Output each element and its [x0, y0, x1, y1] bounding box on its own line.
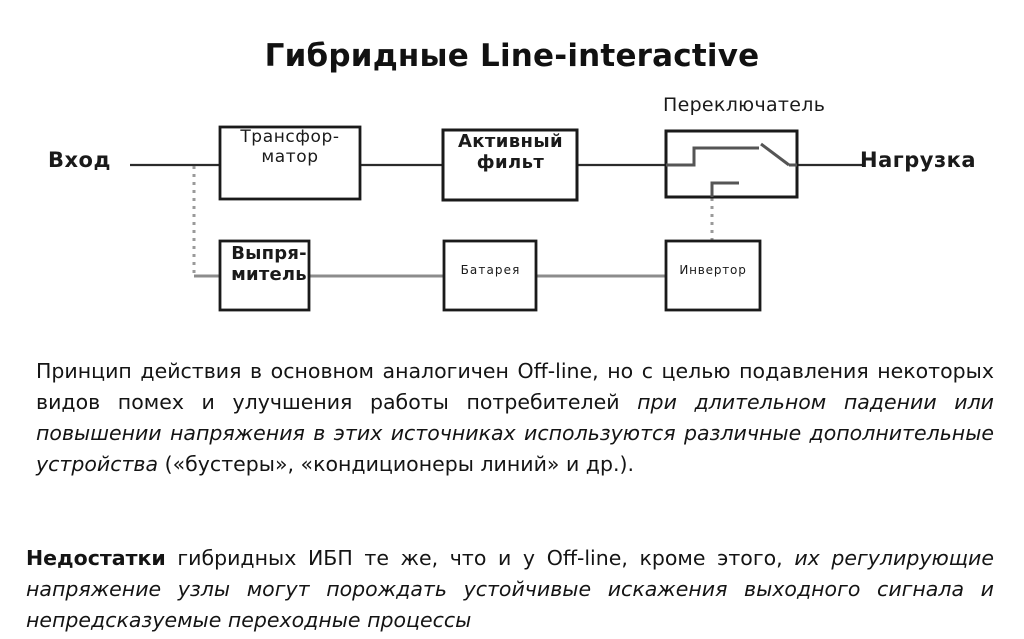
- switch-upper-contact-icon: [666, 146, 759, 167]
- block-rectifier: [218, 239, 311, 312]
- paragraph-drawbacks: Недостатки гибридных ИБП те же, что и у …: [26, 543, 994, 636]
- block-battery: [442, 239, 538, 312]
- block-transformer-label: Трансфор- матор: [219, 127, 361, 167]
- label-load: Нагрузка: [860, 148, 977, 172]
- block-active-filter-line1: Активный: [457, 131, 564, 152]
- label-switch-caption: Переключатель: [663, 94, 826, 116]
- para2-run1: Недостатки: [26, 545, 166, 570]
- label-input: Вход: [48, 148, 111, 172]
- switch-blade-icon: [760, 142, 790, 167]
- para1-run1: Принцип действия в основном аналогичен O…: [36, 358, 994, 414]
- block-active-filter-label: Активный фильт: [442, 131, 579, 173]
- diagram-canvas: [130, 125, 862, 312]
- block-transformer: [218, 125, 362, 201]
- block-inverter-label: Инвертор: [663, 263, 763, 277]
- block-inverter-line1: Инвертор: [679, 263, 747, 277]
- block-rectifier-label: Выпря- митель: [216, 243, 322, 285]
- page-title: Гибридные Line-interactive: [264, 38, 760, 74]
- para2-run2: гибридных ИБП те же, что и у Off-line, к…: [165, 545, 795, 570]
- block-transformer-line1: Трансфор-: [240, 127, 340, 147]
- block-battery-line1: Батарея: [460, 263, 521, 277]
- para2-run3: их регулирующие напряжение узлы могут по…: [26, 545, 994, 632]
- block-active-filter: [441, 128, 579, 202]
- block-transformer-line2: матор: [261, 147, 319, 168]
- switch-lower-contact-icon: [710, 181, 739, 197]
- paragraph-principle: Принцип действия в основном аналогичен O…: [36, 356, 994, 480]
- block-rectifier-line2: митель: [231, 264, 307, 286]
- block-battery-label: Батарея: [443, 263, 538, 277]
- block-inverter: [664, 239, 762, 312]
- block-rectifier-line1: Выпря-: [231, 243, 307, 264]
- para1-run2: при длительном падении или повышении нап…: [36, 389, 994, 476]
- block-diagram: Вход Нагрузка Переключатель Трансфор- ма…: [0, 88, 1024, 328]
- para1-run3: («бустеры», «кондиционеры линий» и др.).: [158, 451, 635, 476]
- block-active-filter-line2: фильт: [476, 152, 545, 174]
